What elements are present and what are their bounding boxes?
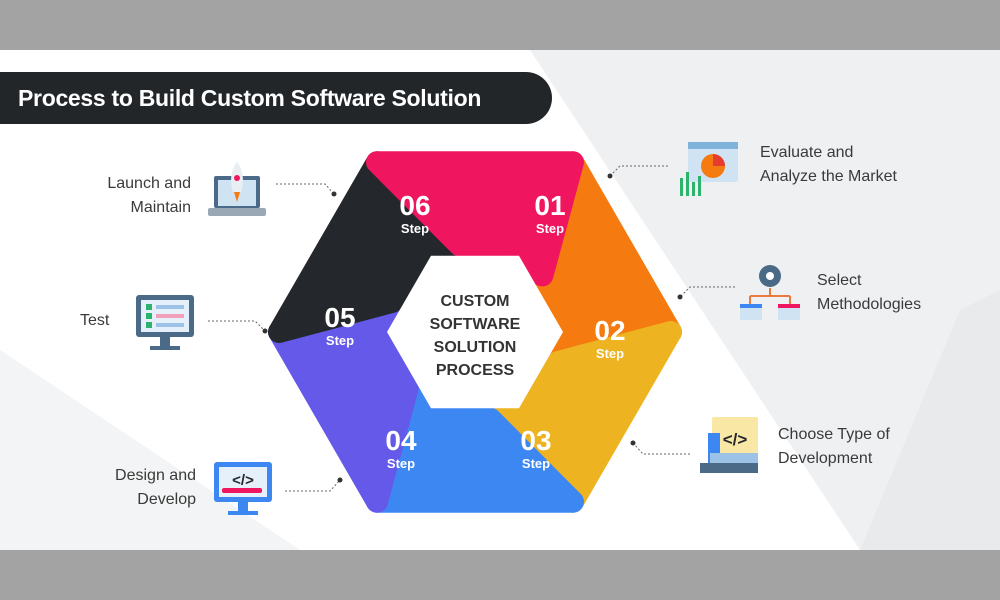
code-window-icon: </> xyxy=(700,417,758,473)
step-06-segment xyxy=(366,151,584,287)
step-word: Step xyxy=(536,221,564,236)
process-hexagon: 01Step02Step03Step04Step05Step06StepCUST… xyxy=(268,151,682,513)
market-chart-icon xyxy=(680,142,738,196)
svg-text:</>: </> xyxy=(232,472,254,489)
step-number: 02 xyxy=(594,315,625,346)
step-number: 04 xyxy=(385,425,417,456)
gear-flowchart-icon xyxy=(740,265,800,320)
infographic: Process to Build Custom Software Solutio… xyxy=(0,50,1000,550)
center-title-line: SOFTWARE xyxy=(430,316,521,333)
step-number: 03 xyxy=(520,425,551,456)
center-title-line: CUSTOM xyxy=(440,293,509,310)
step-word: Step xyxy=(387,456,415,471)
center-hexagon xyxy=(387,255,563,409)
step-word: Step xyxy=(401,221,429,236)
rocket-laptop-icon xyxy=(208,162,266,216)
monitor-code-icon: </> xyxy=(214,462,272,515)
center-title-line: SOLUTION xyxy=(434,339,517,356)
svg-text:</>: </> xyxy=(723,430,748,449)
step-word: Step xyxy=(326,333,354,348)
center-title-line: PROCESS xyxy=(436,362,515,379)
step-number: 06 xyxy=(399,190,430,221)
step-05-label: Test xyxy=(80,312,110,329)
step-number: 01 xyxy=(534,190,565,221)
step-word: Step xyxy=(596,346,624,361)
page-title: Process to Build Custom Software Solutio… xyxy=(0,72,552,124)
connector-lines xyxy=(208,165,735,492)
step-word: Step xyxy=(522,456,550,471)
step-number: 05 xyxy=(324,302,355,333)
monitor-checklist-icon xyxy=(136,295,194,350)
